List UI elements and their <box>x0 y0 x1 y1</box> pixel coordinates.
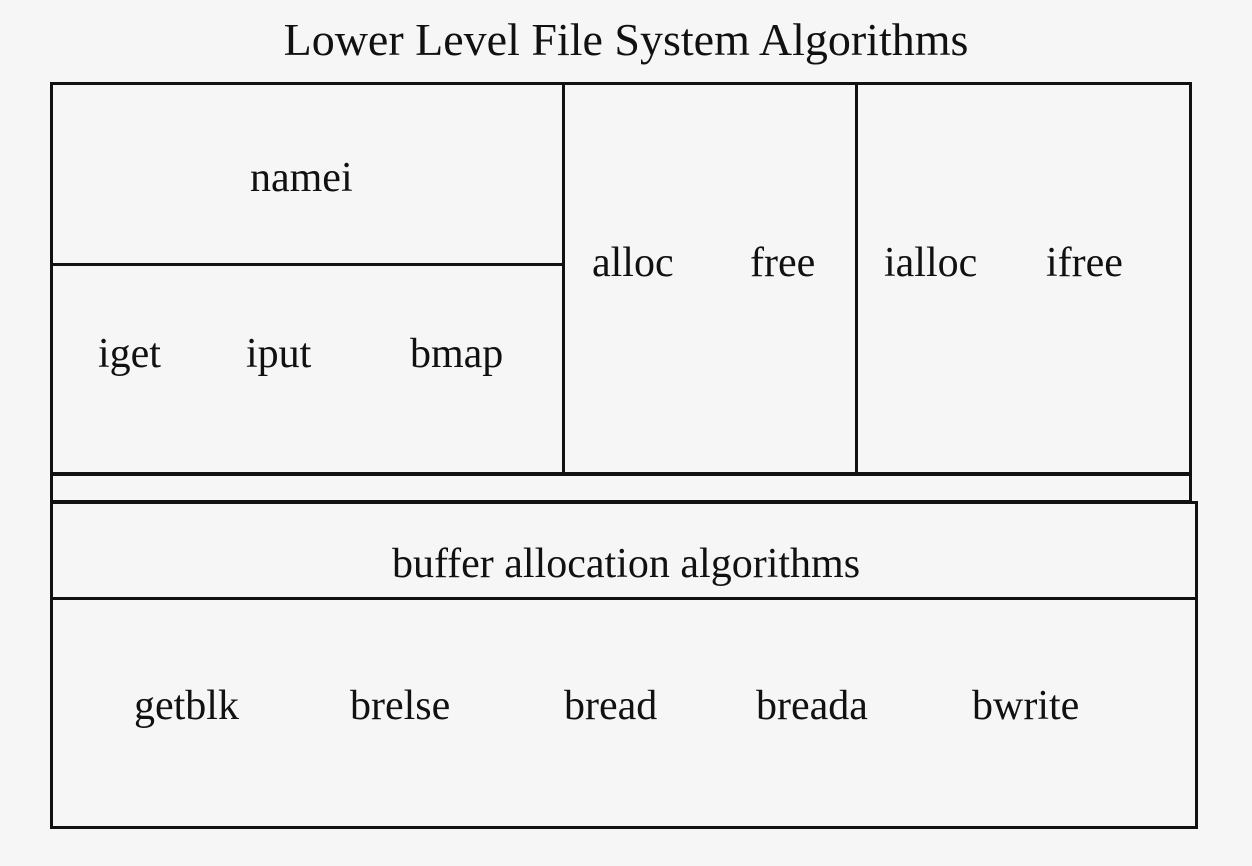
diagram-title: Lower Level File System Algorithms <box>283 14 969 65</box>
buffer-allocation-heading: buffer allocation algorithms <box>391 541 861 587</box>
divider-alloc-ialloc <box>855 84 858 473</box>
interface-band <box>50 473 1192 503</box>
divider-namei-inode-ops <box>52 263 563 266</box>
bread-label: bread <box>564 683 658 729</box>
free-label: free <box>750 240 816 286</box>
namei-label: namei <box>250 155 353 201</box>
ialloc-label: ialloc <box>884 240 978 286</box>
brelse-label: brelse <box>350 683 451 729</box>
buffer-allocation-box <box>50 501 1198 829</box>
divider-namei-alloc <box>562 84 565 473</box>
iput-label: iput <box>246 331 312 377</box>
alloc-label: alloc <box>592 240 674 286</box>
iget-label: iget <box>98 331 161 377</box>
breada-label: breada <box>756 683 868 729</box>
divider-buffer-heading <box>52 597 1196 600</box>
bwrite-label: bwrite <box>972 683 1080 729</box>
bmap-label: bmap <box>410 331 504 377</box>
getblk-label: getblk <box>134 683 239 729</box>
ifree-label: ifree <box>1046 240 1123 286</box>
